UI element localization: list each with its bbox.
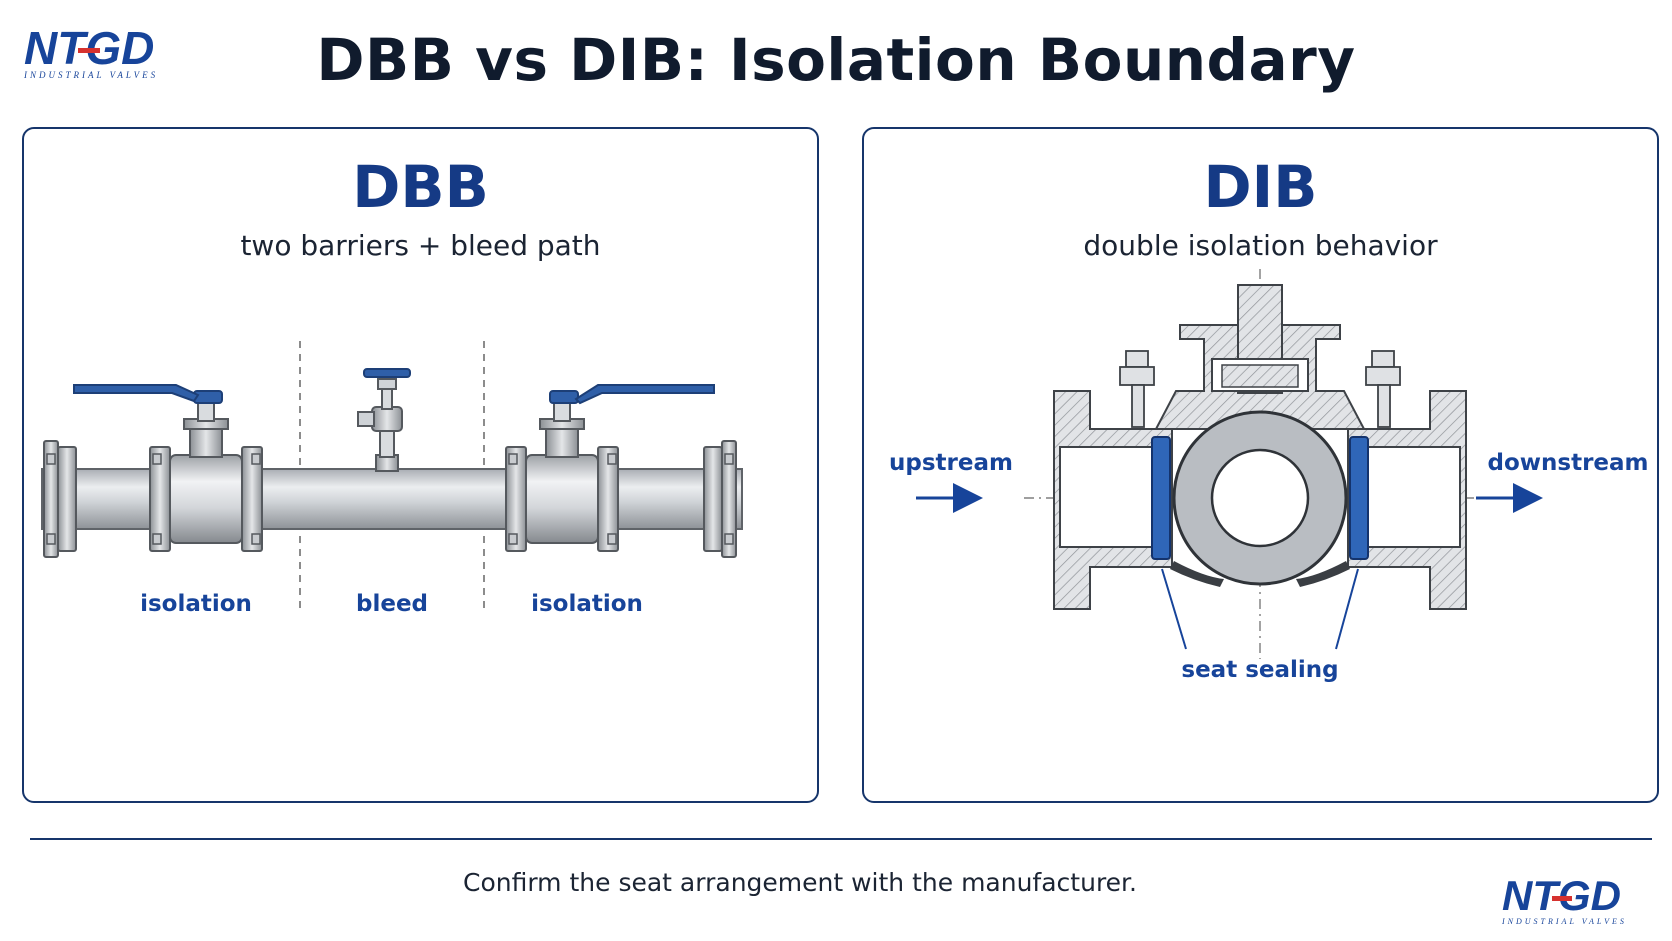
leader-line-left: [1161, 568, 1187, 650]
footer-divider: [30, 838, 1652, 840]
dib-panel: DIB double isolation behavior: [862, 127, 1659, 803]
end-flange-left: [43, 440, 77, 558]
page-title: DBB vs DIB: Isolation Boundary: [316, 26, 1356, 94]
label-seat-sealing: seat sealing: [1181, 657, 1339, 683]
brand-logo-footer: NTGD INDUSTRIAL VALVES: [1500, 872, 1650, 932]
label-bleed: bleed: [355, 591, 429, 617]
brand-logo: NTGD INDUSTRIAL VALVES: [22, 22, 182, 82]
logo-subtext-footer: INDUSTRIAL VALVES: [1501, 917, 1627, 926]
leader-line-right: [1335, 568, 1359, 650]
seal-right: [1296, 561, 1350, 587]
dbb-title: DBB: [352, 153, 489, 221]
dib-ball-valve-section: [916, 269, 1543, 659]
bleed-valve: [357, 368, 411, 472]
seat-upstream: [1151, 436, 1171, 560]
lever-handle-left: [73, 384, 200, 403]
dib-title: DIB: [1203, 153, 1318, 221]
ball-bore: [1210, 448, 1310, 548]
end-flange-right: [703, 440, 737, 558]
isolation-valve-right: [505, 384, 715, 552]
lever-handle-right: [574, 384, 715, 405]
handwheel: [363, 368, 411, 378]
bonnet-bolts: [1119, 350, 1401, 428]
logo-subtext: INDUSTRIAL VALVES: [23, 70, 158, 80]
main-pipe: [41, 468, 743, 530]
dib-subtitle: double isolation behavior: [1083, 229, 1438, 262]
dbb-subtitle: two barriers + bleed path: [240, 229, 601, 262]
flange-bolts: [46, 453, 734, 545]
bore-right: [1359, 446, 1461, 548]
seal-left: [1170, 561, 1224, 587]
label-isolation-left: isolation: [140, 591, 252, 617]
bore-left: [1059, 446, 1161, 548]
label-upstream: upstream: [889, 450, 1013, 476]
dbb-panel: DBB two barriers + bleed path: [22, 127, 819, 803]
label-isolation-right: isolation: [531, 591, 643, 617]
footer-note: Confirm the seat arrangement with the ma…: [463, 868, 1137, 897]
seat-downstream: [1349, 436, 1369, 560]
isolation-valve-left: [73, 384, 263, 552]
label-downstream: downstream: [1487, 450, 1649, 476]
logo-mark-footer: NTGD: [1502, 872, 1621, 919]
dbb-pipeline-diagram: [41, 341, 743, 609]
